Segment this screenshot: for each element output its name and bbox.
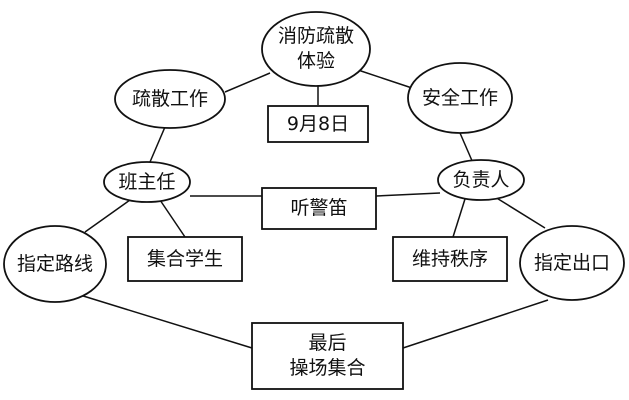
edge-center-evac (224, 72, 271, 93)
edge-whistle-person (375, 192, 441, 197)
node-date-shape (267, 105, 369, 143)
node-assemble-students-shape (127, 236, 243, 282)
node-final-shape (251, 322, 404, 390)
node-whistle-label: 听警笛 (290, 197, 348, 219)
node-maintain-order-shape (392, 236, 508, 282)
node-head-teacher-label: 班主任 (118, 170, 176, 193)
node-evac-work-shape (114, 69, 226, 129)
node-exit-label: 指定出口 (533, 251, 610, 274)
edge-exit-final (402, 299, 549, 349)
edge-headteacher-route (84, 199, 131, 233)
edge-safety-person (459, 132, 474, 164)
node-center-shape (261, 11, 371, 87)
node-route-label: 指定路线 (16, 252, 93, 275)
node-head-teacher-shape (103, 161, 191, 203)
edge-person-exit (494, 196, 546, 229)
node-assemble-students-label: 集合学生 (146, 247, 223, 270)
node-exit-shape (519, 225, 625, 301)
node-person-in-charge-shape (437, 159, 525, 201)
node-safety-work-shape (407, 62, 513, 134)
node-route-shape (3, 225, 107, 303)
node-final-label: 最后 操场集合 (289, 332, 366, 379)
node-evac-work-label: 疏散工作 (131, 87, 208, 110)
edge-person-order (452, 198, 466, 238)
node-whistle-shape (261, 187, 377, 230)
node-safety-work-label: 安全工作 (421, 86, 498, 109)
node-center-label: 消防疏散 体验 (277, 25, 354, 72)
edge-route-final (79, 294, 253, 349)
edge-center-safety (357, 69, 413, 89)
node-date-label: 9月8日 (286, 112, 350, 135)
node-person-in-charge-label: 负责人 (452, 168, 510, 191)
edge-evac-headteacher (149, 126, 166, 163)
edge-headteacher-assemble (159, 199, 186, 238)
node-maintain-order-label: 维持秩序 (411, 247, 488, 270)
